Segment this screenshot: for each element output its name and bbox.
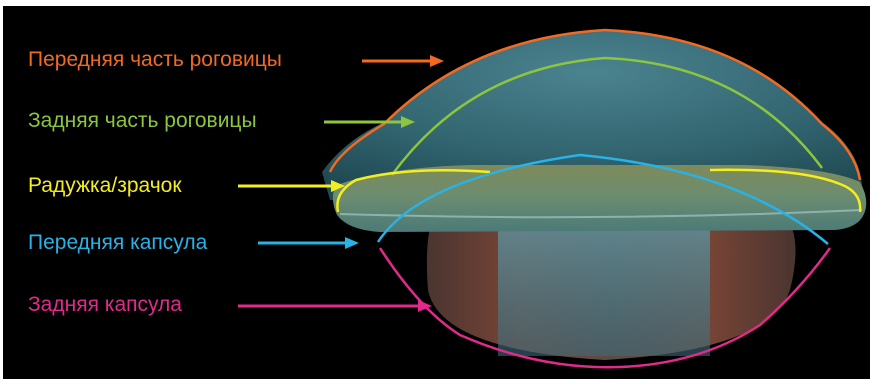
- iris-plate: [333, 165, 866, 232]
- label-posterior-capsule: Задняя капсула: [28, 294, 182, 315]
- label-anterior-cornea: Передняя часть роговицы: [28, 49, 282, 70]
- label-anterior-capsule: Передняя капсула: [28, 232, 207, 253]
- pupil-column: [498, 228, 710, 356]
- label-iris-pupil: Радужка/зрачок: [28, 175, 182, 196]
- label-posterior-cornea: Задняя часть роговицы: [28, 110, 257, 131]
